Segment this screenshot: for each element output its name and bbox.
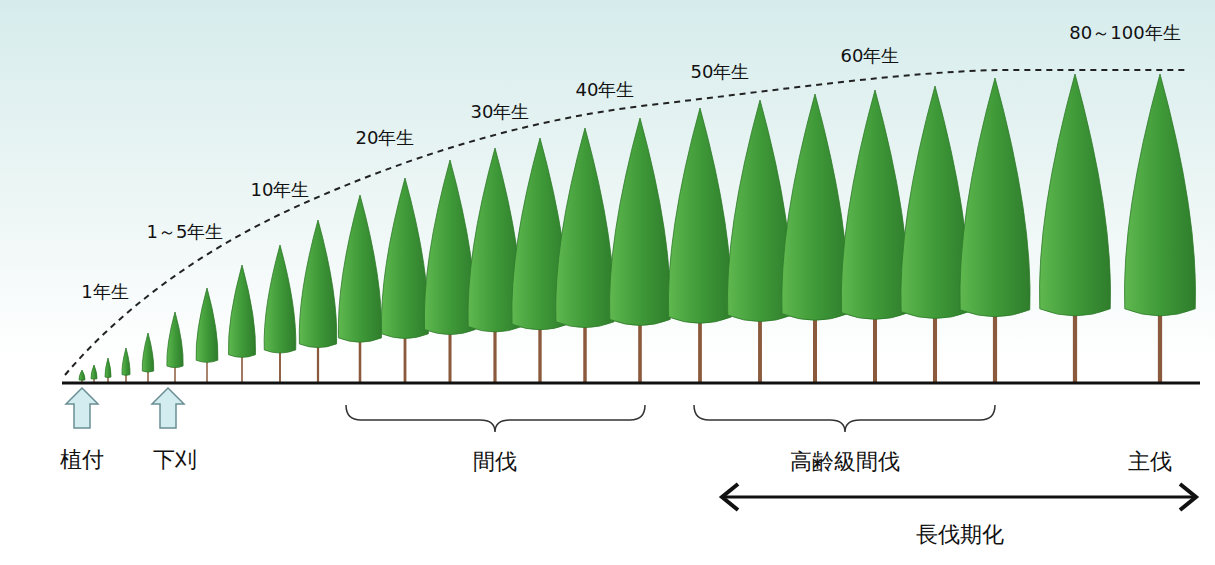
- tree-crown: [105, 358, 111, 378]
- tree-row: [79, 74, 1196, 383]
- stage-label: 主伐: [1128, 449, 1172, 474]
- brace: [346, 405, 645, 432]
- age-label: 40年生: [576, 80, 635, 101]
- tree-crown: [122, 348, 130, 375]
- stage-label: 高齢級間伐: [790, 449, 900, 474]
- tree-crown: [264, 245, 296, 353]
- brace: [694, 405, 995, 432]
- stage-label: 植付: [60, 447, 104, 472]
- tree-crown: [782, 94, 848, 320]
- tree-crown: [668, 108, 731, 323]
- tree-crown: [960, 78, 1030, 317]
- tree-crown: [556, 128, 615, 328]
- stage-label: 長伐期化: [916, 522, 1004, 547]
- tree-crown: [228, 265, 255, 357]
- tree-crown: [91, 365, 97, 379]
- age-label: 50年生: [691, 62, 750, 83]
- tree-crown: [901, 86, 969, 318]
- tree-crown: [610, 118, 671, 325]
- up-arrow: [66, 388, 98, 428]
- tree-crown: [79, 370, 85, 380]
- growth-curve: [65, 70, 1185, 375]
- age-label: 60年生: [841, 46, 900, 67]
- age-label: 1～5年生: [147, 222, 224, 243]
- tree-crown: [142, 333, 153, 372]
- arrow-head: [722, 484, 738, 510]
- age-label: 30年生: [471, 102, 530, 123]
- ground-line: [62, 382, 1200, 385]
- tree-crown: [299, 220, 336, 348]
- age-label: 80～100年生: [1069, 23, 1180, 44]
- up-arrow: [152, 388, 184, 428]
- double-arrow: [722, 496, 1196, 499]
- tree-crown: [1124, 74, 1195, 316]
- tree-crown: [338, 195, 381, 342]
- tree-crown: [167, 312, 183, 368]
- age-label: 20年生: [356, 128, 415, 149]
- tree-crown: [841, 90, 908, 319]
- stage-label: 下刈: [153, 447, 197, 472]
- tree-crown: [1039, 74, 1110, 316]
- arrow-head: [1180, 484, 1196, 510]
- tree-crown: [381, 178, 428, 338]
- tree-crown: [196, 288, 218, 362]
- age-label: 10年生: [251, 180, 310, 201]
- age-label: 1年生: [81, 282, 128, 303]
- stage-label: 間伐: [473, 449, 517, 474]
